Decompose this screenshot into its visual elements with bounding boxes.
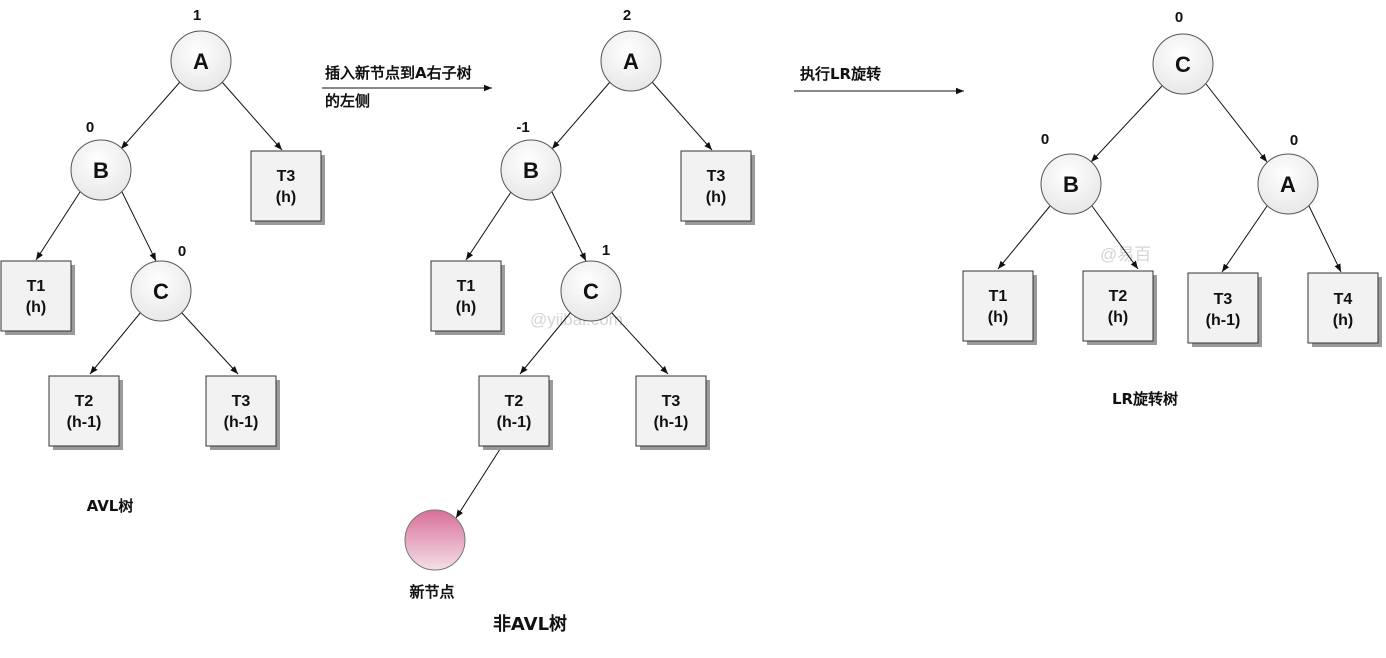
balance-factor: 0: [1290, 132, 1298, 149]
tree-node-c: C 0: [1152, 9, 1214, 95]
edge-a-t3: [1221, 205, 1268, 273]
transition-arrow-rotate: 执行LR旋转: [794, 65, 964, 95]
svg-text:T1: T1: [457, 278, 476, 295]
watermark-yibai: @易百: [1100, 245, 1151, 264]
edge-a-t4: [1308, 205, 1342, 273]
subtree-box-t4: T4 (h): [1307, 272, 1382, 347]
edge-a-t3: [651, 81, 713, 151]
edge-t2-new-node: [455, 445, 503, 519]
diagram-avl-tree: A 1 B 0 C 0 T3 (h) T1 (h) T2: [0, 7, 325, 515]
svg-text:B: B: [523, 158, 539, 183]
svg-text:A: A: [193, 49, 209, 74]
balance-factor: -1: [516, 119, 529, 136]
svg-text:T1: T1: [27, 278, 46, 295]
balance-factor: 0: [1175, 9, 1183, 26]
subtree-box-t3-2: T3 (h-1): [635, 375, 710, 450]
svg-text:(h): (h): [26, 299, 46, 316]
svg-text:B: B: [93, 158, 109, 183]
svg-text:(h-1): (h-1): [654, 414, 689, 431]
svg-text:(h): (h): [1333, 312, 1353, 329]
svg-text:T2: T2: [1109, 288, 1128, 305]
subtree-box-t3: T3 (h-1): [1187, 272, 1262, 347]
subtree-box-t1: T1 (h): [0, 260, 75, 335]
svg-text:(h): (h): [706, 189, 726, 206]
edge-a-t3: [221, 81, 283, 151]
edge-b-t1: [35, 191, 81, 261]
balance-factor: 1: [602, 242, 610, 259]
caption-lr-rotated-tree: LR旋转树: [1112, 390, 1178, 408]
balance-factor: 0: [1041, 131, 1049, 148]
svg-text:(h): (h): [988, 309, 1008, 326]
svg-text:T3: T3: [232, 393, 251, 410]
svg-text:A: A: [623, 49, 639, 74]
balance-factor: 0: [178, 243, 186, 260]
subtree-box-t1: T1 (h): [962, 270, 1037, 345]
svg-text:T4: T4: [1334, 291, 1353, 308]
diagram-non-avl-tree: A 2 B -1 C 1 T3 (h) T1 (h) T2: [404, 7, 755, 635]
edge-b-t1: [997, 205, 1051, 270]
edge-b-c: [551, 191, 587, 262]
svg-text:(h): (h): [456, 299, 476, 316]
edge-c-a: [1205, 83, 1268, 163]
svg-text:T1: T1: [989, 288, 1008, 305]
svg-text:C: C: [583, 279, 599, 304]
diagram-lr-rotated-tree: C 0 B 0 A 0 T1 (h) T2 (h) T3: [962, 9, 1382, 408]
svg-text:(h-1): (h-1): [497, 414, 532, 431]
svg-text:T3: T3: [662, 393, 681, 410]
edge-a-b: [120, 81, 181, 150]
subtree-box-t1: T1 (h): [430, 260, 505, 335]
caption-avl-tree: AVL树: [87, 497, 134, 515]
edge-c-t3: [180, 311, 239, 375]
tree-node-c: C 0: [130, 243, 192, 322]
svg-text:(h-1): (h-1): [67, 414, 102, 431]
arrow-label-line-1: 执行LR旋转: [800, 65, 881, 83]
caption-non-avl-tree: 非AVL树: [493, 613, 567, 635]
tree-node-a: A 1: [170, 7, 232, 92]
tree-node-c: C 1: [560, 242, 622, 322]
subtree-box-t2: T2 (h-1): [478, 375, 553, 450]
edge-b-t2: [1091, 205, 1139, 270]
edge-a-b: [551, 81, 611, 150]
edge-c-t2: [519, 311, 572, 375]
svg-text:B: B: [1063, 172, 1079, 197]
tree-node-a: A 0: [1257, 132, 1319, 215]
svg-text:T2: T2: [505, 393, 524, 410]
tree-node-a: A 2: [600, 7, 662, 92]
new-node-label: 新节点: [409, 583, 454, 601]
edge-b-c: [121, 191, 157, 262]
subtree-box-t3: T3 (h): [250, 150, 325, 225]
edge-c-t2: [89, 311, 142, 375]
svg-text:T3: T3: [1214, 291, 1233, 308]
subtree-box-t3: T3 (h): [680, 150, 755, 225]
edge-c-b: [1090, 85, 1163, 163]
subtree-box-t2: T2 (h-1): [48, 375, 123, 450]
svg-text:(h-1): (h-1): [1206, 312, 1241, 329]
arrow-label-line-1: 插入新节点到A右子树: [325, 64, 472, 82]
subtree-box-t3-2: T3 (h-1): [205, 375, 280, 450]
balance-factor: 2: [623, 7, 631, 24]
svg-text:T2: T2: [75, 393, 94, 410]
svg-text:(h): (h): [1108, 309, 1128, 326]
transition-arrow-insert: 插入新节点到A右子树 的左侧: [322, 64, 492, 110]
edge-b-t1: [465, 191, 512, 261]
tree-node-b: B -1: [500, 119, 562, 201]
tree-node-b: B 0: [70, 119, 132, 201]
svg-text:T3: T3: [707, 168, 726, 185]
svg-text:T3: T3: [277, 168, 296, 185]
new-node: 新节点: [404, 509, 466, 601]
svg-text:C: C: [153, 279, 169, 304]
subtree-box-t2: T2 (h): [1082, 270, 1157, 345]
balance-factor: 1: [193, 7, 201, 24]
svg-text:(h): (h): [276, 189, 296, 206]
svg-text:(h-1): (h-1): [224, 414, 259, 431]
tree-node-b: B 0: [1040, 131, 1102, 215]
svg-text:C: C: [1175, 52, 1191, 77]
edge-c-t3: [610, 311, 669, 375]
balance-factor: 0: [86, 119, 94, 136]
svg-text:A: A: [1280, 172, 1296, 197]
arrow-label-line-2: 的左侧: [325, 92, 370, 110]
